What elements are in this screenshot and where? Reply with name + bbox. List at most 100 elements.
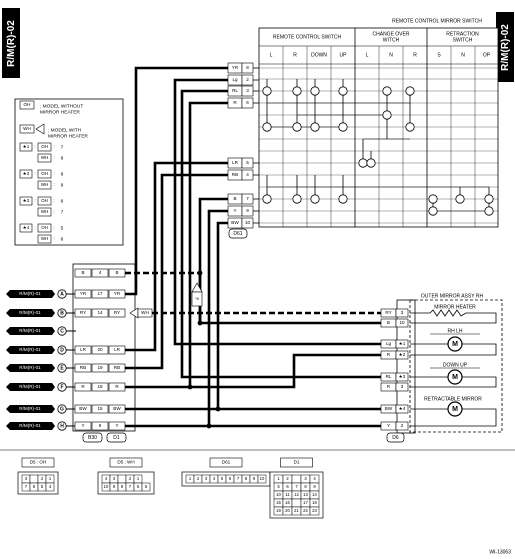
d6-pin-number: 2 — [401, 423, 404, 428]
switch-contact — [338, 122, 348, 132]
mirror-heater-label: MIRROR HEATER — [434, 304, 476, 310]
d61-pin-number: 5 — [246, 160, 249, 165]
d6-pin-color: RL — [386, 374, 392, 379]
harness-ref-arrow — [6, 290, 55, 298]
wire-rl — [180, 89, 381, 379]
harness-pin-box — [91, 289, 109, 299]
mirror-rh-lh-label: RH LH — [447, 328, 462, 334]
wire-r-d61 — [125, 101, 228, 389]
legend-note-colon: : — [34, 198, 35, 203]
connector-view-pin: 17 — [303, 500, 308, 505]
mirror-motor-rh-lh — [447, 336, 463, 352]
legend-note-colon: : — [53, 171, 54, 176]
legend-note-colon: : — [34, 171, 35, 176]
connector-view-pin: 7 — [25, 484, 28, 489]
legend-note-mark: ★3 — [23, 198, 30, 203]
harness-left-color: LR — [80, 347, 87, 352]
d6-pin-number-box — [395, 372, 409, 382]
connector-view-cell — [45, 482, 55, 492]
connector-view-cell — [29, 474, 39, 484]
harness-ref-letter: B — [60, 310, 64, 316]
connector-view-pin: 7 — [237, 476, 240, 481]
mirror-assy-title: OUTER MIRROR ASSY RH — [421, 293, 484, 299]
connector-view-pin: 22 — [303, 508, 308, 513]
connector-view-label: D5 : OH — [30, 460, 47, 465]
legend-note-colon: : — [53, 198, 54, 203]
connector-view-pin: 3 — [113, 476, 116, 481]
harness-wh-badge-text: WH — [141, 310, 149, 315]
switch-column-label: UP — [340, 52, 348, 58]
legend-note-mark: ★2 — [23, 171, 30, 176]
legend-note-colon: : — [53, 182, 54, 187]
legend-note-wh: WH — [41, 155, 48, 160]
harness-ref-letter: C — [60, 328, 64, 334]
legend-note-oh: OH — [41, 171, 48, 176]
switch-contact — [310, 194, 320, 204]
harness-pin-number: 17 — [97, 291, 103, 296]
mirror-assy-frame — [409, 299, 503, 433]
d6-pin-color: R — [387, 352, 391, 357]
switch-contact — [428, 206, 438, 216]
legend-note-oh-value: 6 — [61, 198, 64, 204]
wire-junction-dot — [197, 320, 203, 326]
connector-view-pin: 8 — [121, 484, 124, 489]
switch-group-label: RETRACTION — [446, 31, 479, 37]
connector-view-pin: 7 — [295, 484, 298, 489]
harness-ref-letter: A — [60, 291, 64, 297]
d6-label-box — [386, 432, 405, 443]
connector-view-pin: 9 — [253, 476, 256, 481]
connector-view-pin: 9 — [113, 484, 116, 489]
connector-view-pin: 11 — [285, 492, 290, 497]
connector-view-pin: 1 — [189, 476, 192, 481]
legend-note-wh-value: 6 — [61, 236, 64, 242]
connector-view-pin: 15 — [276, 500, 281, 505]
harness-right-color: Y — [115, 423, 118, 428]
connector-view-pin: 4 — [49, 484, 52, 489]
connector-view-pin: 3 — [205, 476, 208, 481]
d6-pin-color: Lg — [386, 341, 392, 346]
harness-pin-box — [91, 268, 109, 278]
mirror-motor-rh-lh-label: M — [452, 341, 458, 348]
switch-column-label: DOWN — [311, 52, 327, 58]
legend-note-wh: WH — [41, 209, 48, 214]
d61-pin-number: 6 — [246, 100, 249, 105]
switch-column-label: OP — [483, 52, 491, 58]
harness-ref-label: R/M(R)-01 — [19, 406, 41, 411]
switch-group-label: WITCH — [383, 37, 400, 43]
harness-pin-number: 18 — [97, 384, 103, 389]
switch-contact — [262, 194, 272, 204]
harness-right-color: LR — [114, 347, 121, 352]
harness-left-color: B — [81, 270, 84, 275]
switch-contact — [428, 194, 438, 204]
harness-right-color: YR — [114, 291, 121, 296]
wire-junction-dot — [187, 384, 193, 390]
legend-wh-badge-text: WH — [23, 126, 31, 131]
harness-ref-label: R/M(R)-01 — [19, 384, 41, 389]
legend-note-colon: : — [34, 225, 35, 230]
harness-ref-arrow — [6, 364, 55, 372]
switch-contact — [366, 158, 376, 168]
connector-view-pin: 2 — [41, 476, 44, 481]
harness-pin-number: 9 — [99, 423, 102, 428]
connector-view-pin: 21 — [294, 508, 299, 513]
legend-oh-text: MIRROR HEATER — [40, 109, 80, 115]
connector-view-pin: 5 — [41, 484, 44, 489]
d6-pin-number-box — [395, 404, 409, 414]
connector-view-pin: 1 — [137, 476, 140, 481]
legend-oh-text: : MODEL WITHOUT — [40, 103, 83, 109]
mirror-motor1-return — [410, 343, 497, 356]
harness-pin-number: 4 — [99, 270, 102, 275]
wire-bw — [125, 221, 228, 411]
harness-left-color-box — [74, 345, 92, 355]
harness-ref-letter: F — [60, 384, 63, 390]
legend-wh-badge — [19, 124, 35, 134]
harness-right-color-box — [108, 308, 126, 318]
legend-frame — [14, 98, 124, 246]
switch-contact — [310, 86, 320, 96]
harness-ref-letter: E — [60, 365, 64, 371]
oh-tag-box — [191, 291, 203, 307]
d61-pin-number: 10 — [245, 220, 251, 225]
d61-pin-color: YR — [232, 65, 239, 70]
d61-label-box — [228, 228, 248, 239]
switch-contact — [484, 206, 494, 216]
